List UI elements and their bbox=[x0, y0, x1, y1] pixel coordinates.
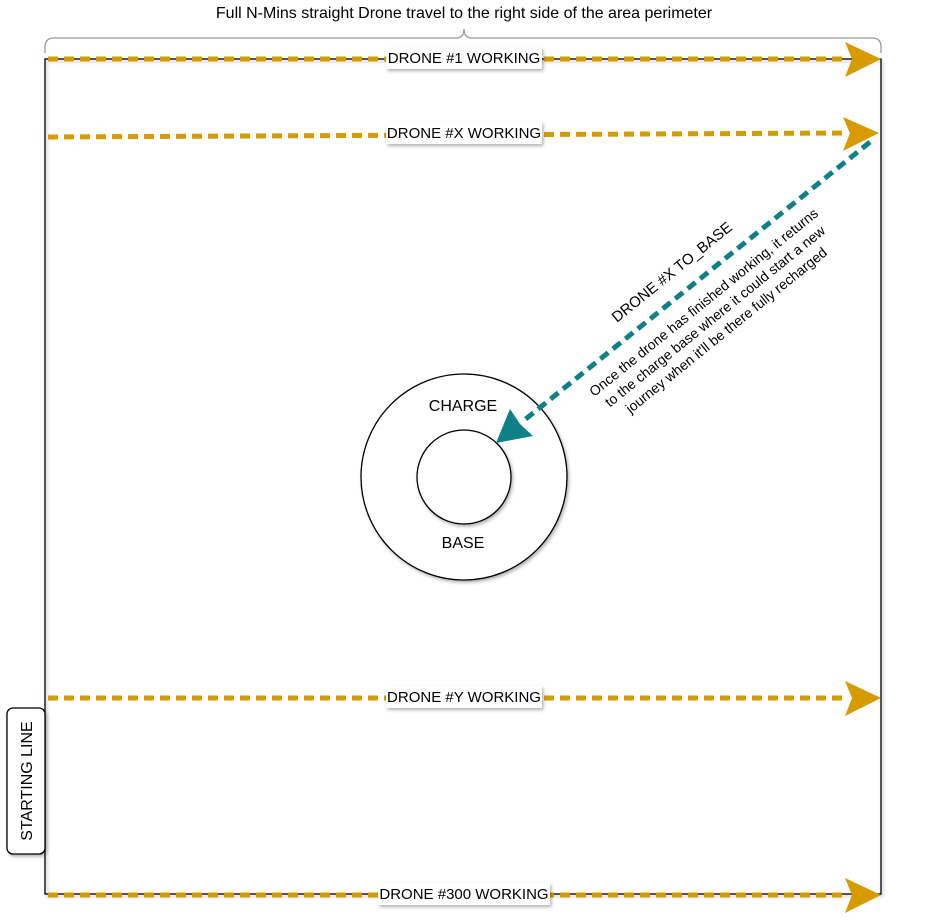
base-label: BASE bbox=[442, 535, 485, 552]
charge-base: CHARGE BASE bbox=[360, 373, 568, 581]
base-core bbox=[416, 429, 512, 525]
charge-label: CHARGE bbox=[429, 398, 497, 415]
return-note-line-2: to the charge base where it could start … bbox=[602, 222, 829, 410]
return-path bbox=[520, 140, 872, 424]
drone-x-arrowhead bbox=[843, 117, 879, 151]
drone-x-label: DRONE #X WORKING bbox=[387, 125, 541, 142]
drone-x-label-bg bbox=[386, 122, 542, 144]
drone-300-arrowhead bbox=[845, 878, 881, 913]
route-drone-300: DRONE #300 WORKING bbox=[48, 878, 881, 913]
route-drone-y: DRONE #Y WORKING bbox=[48, 681, 881, 716]
drone-y-label: DRONE #Y WORKING bbox=[387, 689, 541, 706]
drone-300-label: DRONE #300 WORKING bbox=[379, 886, 548, 903]
drone-300-label-bg bbox=[378, 883, 550, 905]
perimeter-brace bbox=[44, 28, 882, 53]
drone-y-arrowhead bbox=[845, 681, 881, 716]
diagram-title: Full N-Mins straight Drone travel to the… bbox=[216, 5, 713, 22]
return-arrowhead bbox=[496, 409, 533, 443]
drone-x-path bbox=[47, 130, 847, 140]
drone-1-arrowhead bbox=[845, 42, 881, 77]
drone-1-label-bg bbox=[386, 47, 542, 69]
starting-line-label: STARTING LINE bbox=[19, 721, 36, 840]
route-drone-x: DRONE #X WORKING bbox=[47, 117, 879, 151]
drone-1-label: DRONE #1 WORKING bbox=[388, 50, 541, 67]
return-route: DRONE #X TO_BASE Once the drone has fini… bbox=[496, 140, 872, 443]
return-note-line-3: journey when it'll be there fully rechar… bbox=[622, 244, 830, 417]
starting-line-tab bbox=[6, 707, 46, 855]
route-drone-1: DRONE #1 WORKING bbox=[48, 42, 881, 77]
drone-y-label-bg bbox=[386, 686, 542, 708]
